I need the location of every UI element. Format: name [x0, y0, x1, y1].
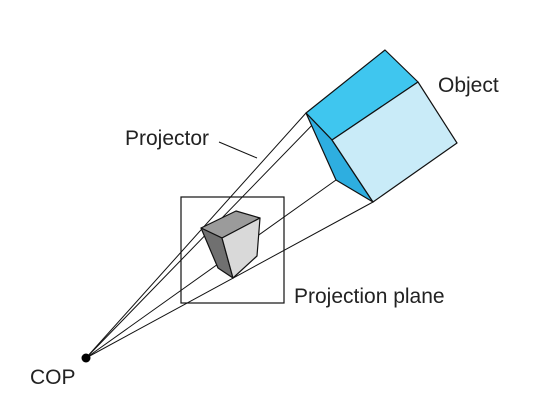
cop-label: COP	[30, 366, 76, 389]
cop-point	[81, 353, 91, 363]
projected-cube	[200, 210, 261, 279]
projector-leader-line	[218, 141, 258, 159]
object-cube	[305, 49, 458, 203]
object-label: Object	[438, 74, 499, 97]
image-right-face	[221, 217, 261, 279]
projector-line	[85, 112, 307, 359]
projection-plane-label: Projection plane	[294, 285, 445, 308]
projector-label: Projector	[125, 127, 209, 150]
object-right-face	[331, 81, 458, 203]
projector-line	[85, 201, 374, 359]
projector-line	[85, 179, 337, 359]
